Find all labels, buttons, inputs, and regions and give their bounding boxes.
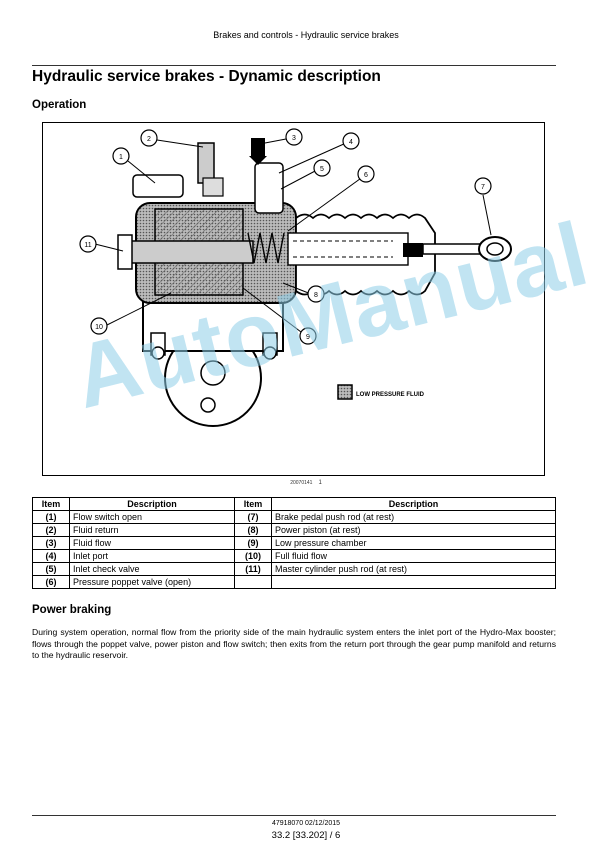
callout-6: 6 <box>364 172 368 179</box>
header-rule <box>32 65 556 66</box>
table-row: (3) Fluid flow (9) Low pressure chamber <box>32 536 556 550</box>
booster-figure: LOW PRESSURE FLUID <box>42 122 545 476</box>
low-pressure-label: LOW PRESSURE FLUID <box>356 392 425 398</box>
table-row: (4) Inlet port (10) Full fluid flow <box>32 549 556 563</box>
column-header: Description <box>69 497 235 511</box>
table-row: (2) Fluid return (8) Power piston (at re… <box>32 523 556 537</box>
item-description: Inlet check valve <box>69 562 235 576</box>
item-number: (3) <box>32 536 70 550</box>
return-port <box>197 142 215 184</box>
page-title: Hydraulic service brakes - Dynamic descr… <box>32 68 381 85</box>
item-description: Fluid return <box>69 523 235 537</box>
legend-table: Item Description Item Description (1) Fl… <box>32 497 556 589</box>
item-number: (1) <box>32 510 70 524</box>
item-description <box>271 575 556 589</box>
item-description: Fluid flow <box>69 536 235 550</box>
item-description: Master cylinder push rod (at rest) <box>271 562 556 576</box>
running-header: Brakes and controls - Hydraulic service … <box>213 30 399 40</box>
item-description: Power piston (at rest) <box>271 523 556 537</box>
callout-circles <box>79 128 492 345</box>
master-cylinder-rod <box>122 240 254 264</box>
item-number: (10) <box>234 549 272 563</box>
footer-page-number: 33.2 [33.202] / 6 <box>271 830 341 841</box>
callout-11: 11 <box>84 242 91 249</box>
table-header-row: Item Description Item Description <box>32 497 556 511</box>
callout-8: 8 <box>314 292 318 299</box>
column-header: Item <box>234 497 272 511</box>
table-row: (5) Inlet check valve (11) Master cylind… <box>32 562 556 576</box>
item-number: (2) <box>32 523 70 537</box>
table-row: (6) Pressure poppet valve (open) <box>32 575 556 589</box>
item-description: Pressure poppet valve (open) <box>69 575 235 589</box>
item-number <box>234 575 272 589</box>
callout-1: 1 <box>119 154 123 161</box>
item-description: Brake pedal push rod (at rest) <box>271 510 556 524</box>
callout-9: 9 <box>306 334 310 341</box>
flow-arrow-icon <box>249 156 267 165</box>
column-header: Description <box>271 497 556 511</box>
figure-number: 1 <box>318 480 322 486</box>
item-number: (7) <box>234 510 272 524</box>
item-description: Flow switch open <box>69 510 235 524</box>
item-number: (9) <box>234 536 272 550</box>
item-number: (5) <box>32 562 70 576</box>
booster-drawing: LOW PRESSURE FLUID <box>79 128 512 427</box>
item-description: Inlet port <box>69 549 235 563</box>
callout-5: 5 <box>320 166 324 173</box>
item-description: Low pressure chamber <box>271 536 556 550</box>
section-heading-power-braking: Power braking <box>32 604 112 616</box>
body-paragraph: During system operation, normal flow fro… <box>32 627 556 660</box>
footer-doc-date: 47918070 02/12/2015 <box>271 820 341 827</box>
brake-pedal-push-rod <box>422 243 484 255</box>
callout-3: 3 <box>292 135 296 142</box>
item-description: Full fluid flow <box>271 549 556 563</box>
item-number: (6) <box>32 575 70 589</box>
item-number: (11) <box>234 562 272 576</box>
callout-2: 2 <box>147 136 151 143</box>
figure-caption: 20070141 1 <box>0 480 612 486</box>
inlet-port <box>254 162 284 214</box>
callout-4: 4 <box>349 139 353 146</box>
table-row: (1) Flow switch open (7) Brake pedal pus… <box>32 510 556 524</box>
callout-10: 10 <box>95 324 103 331</box>
item-number: (8) <box>234 523 272 537</box>
flow-switch <box>132 174 184 198</box>
section-heading-operation: Operation <box>32 99 87 111</box>
low-pressure-swatch <box>337 384 353 400</box>
figure-ref-code: 20070141 <box>290 480 313 486</box>
callout-7: 7 <box>481 184 485 191</box>
column-header: Item <box>32 497 70 511</box>
item-number: (4) <box>32 549 70 563</box>
footer-rule <box>32 815 556 816</box>
